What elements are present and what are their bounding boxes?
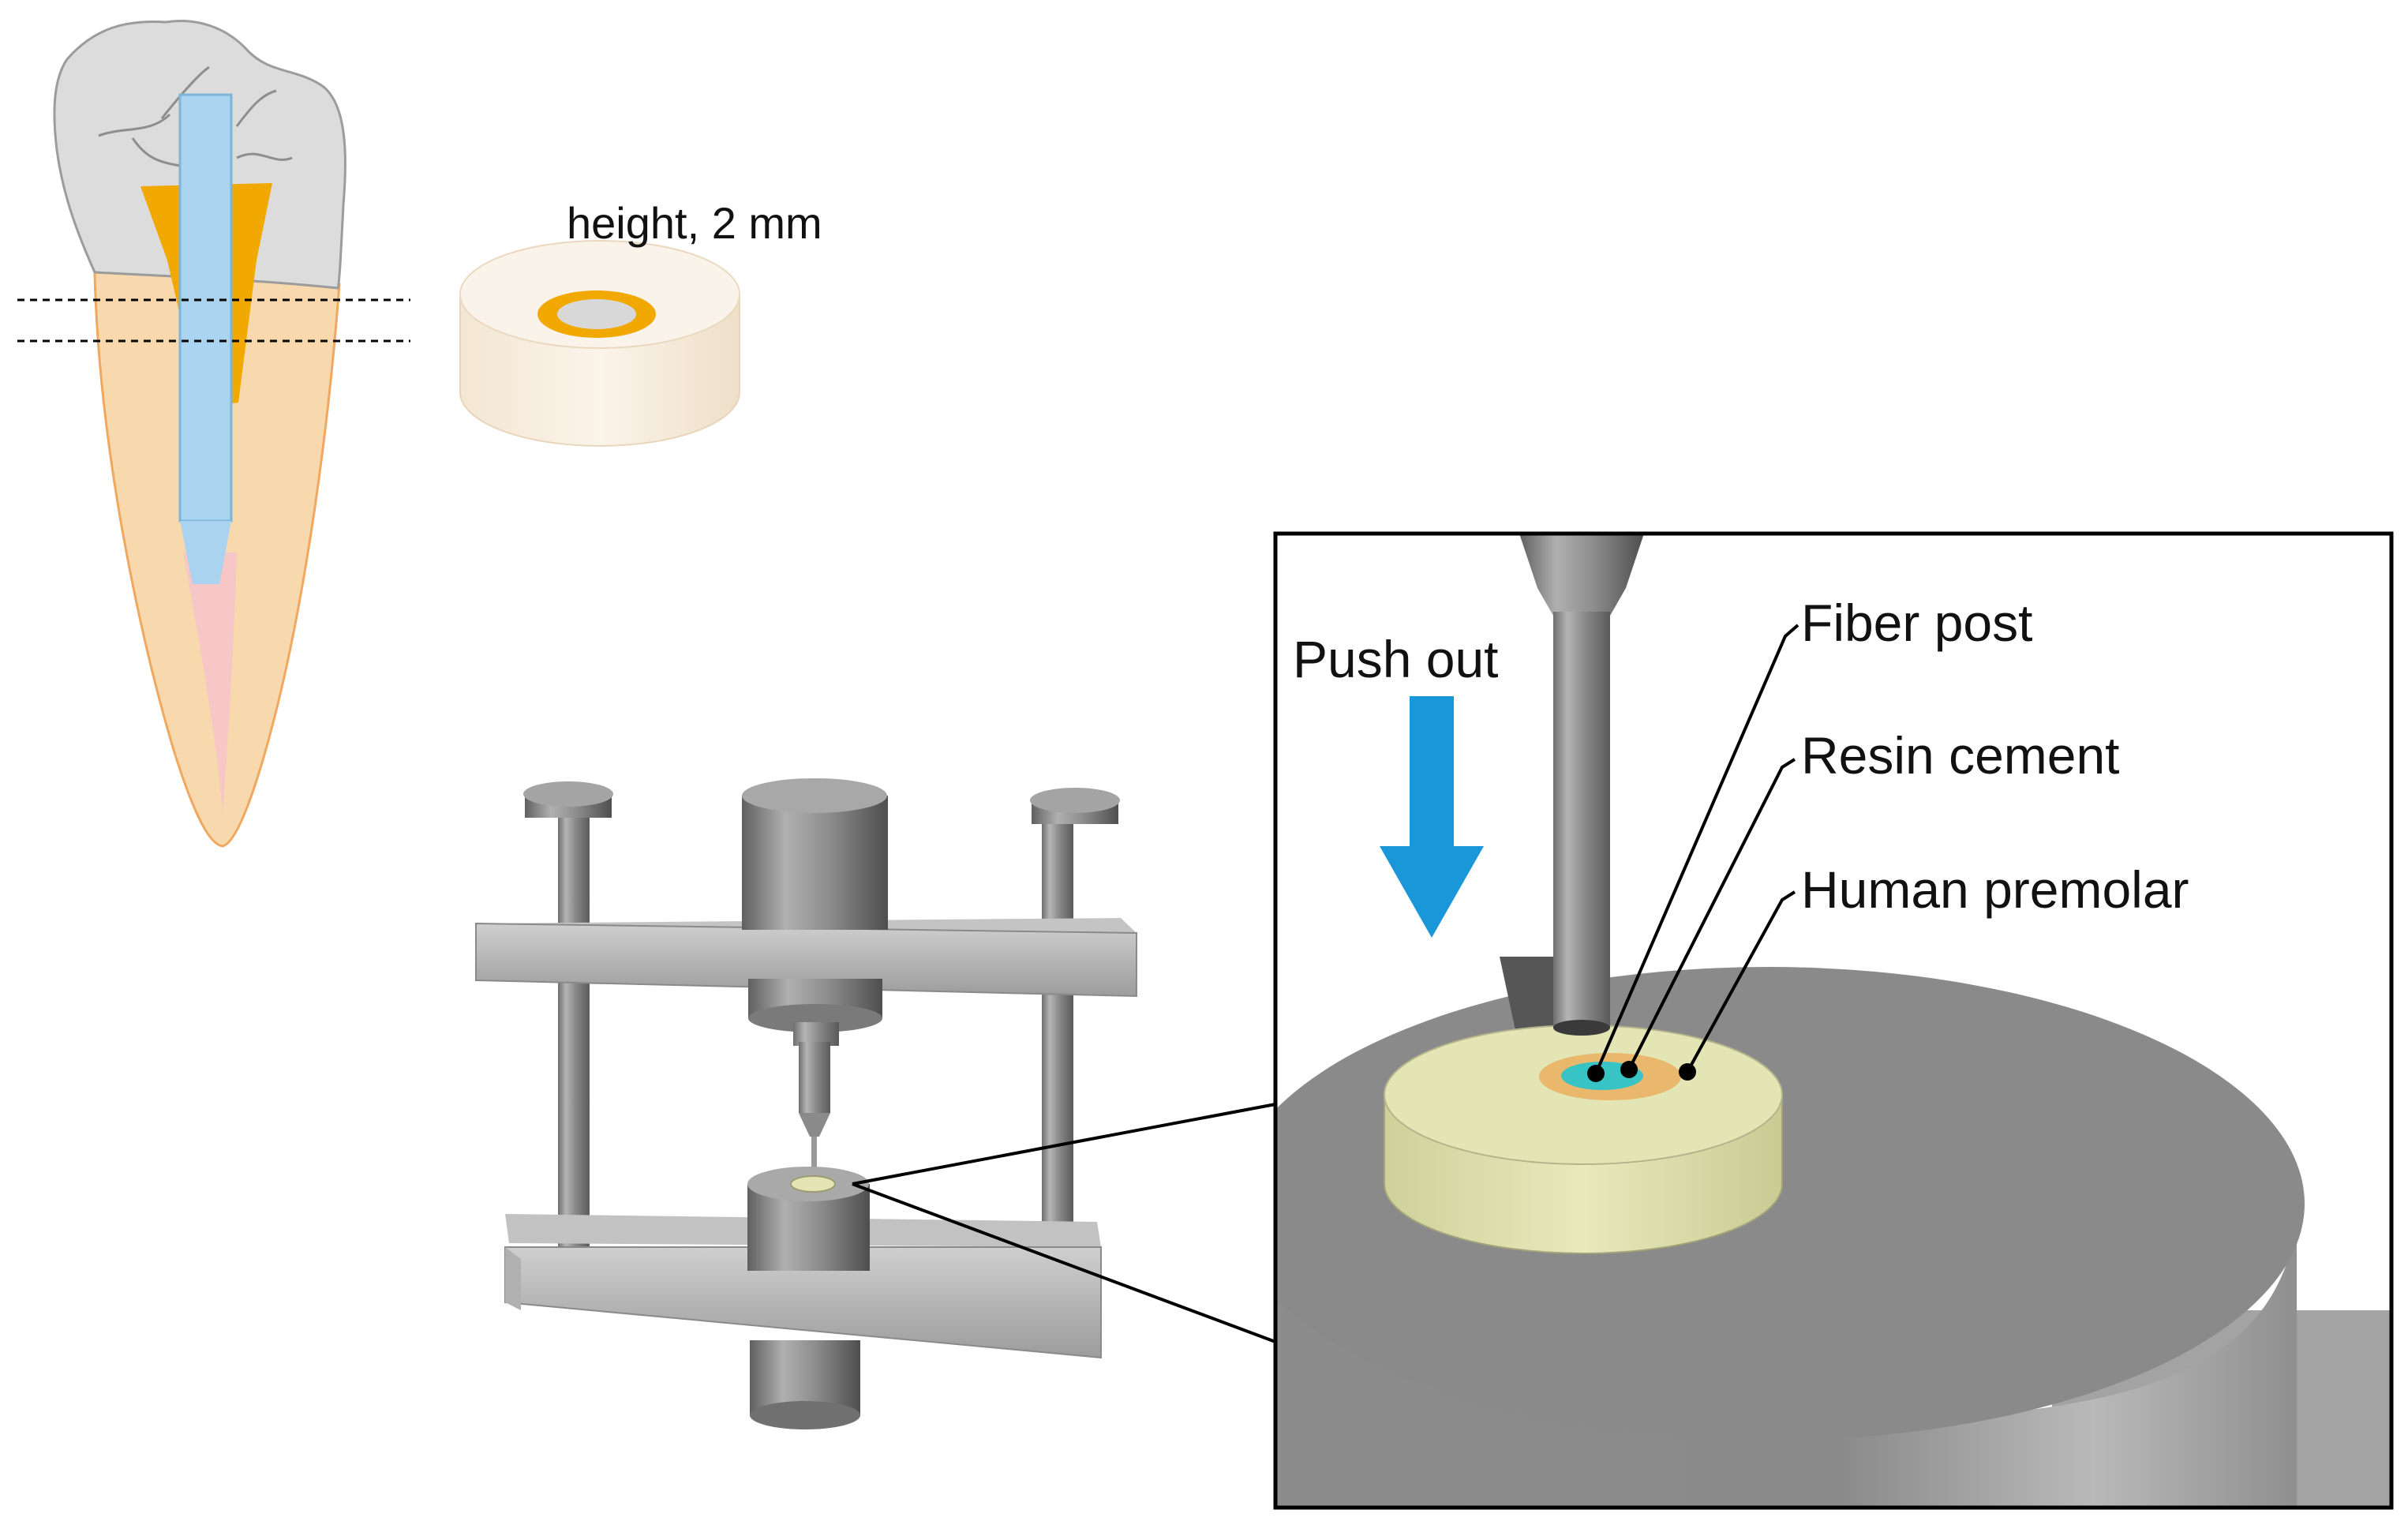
zoom-connector [852,1103,1276,1343]
load-cylinder-top [742,778,887,813]
resin-cement-leader [1627,758,1796,1070]
fiber-post-label: Fiber post [1801,594,2032,652]
resin-cement-label: Resin cement [1801,726,2120,785]
inset-plunger-shaft [1553,612,1610,1028]
section-disk: height, 2 mm [459,198,822,447]
right-guide-rod [1042,804,1073,1257]
section-height-label: height, 2 mm [567,198,822,248]
tooth-pulp-canal [183,553,237,813]
specimen-small [790,1175,836,1193]
inset-plunger-tip [1553,1020,1610,1036]
push-arrow-icon [1380,696,1484,938]
left-guide-rod [558,797,590,1259]
push-out-label: Push out [1293,630,1499,688]
bottom-cylinder-base [750,1401,860,1429]
fiber-post-leader [1594,624,1799,1074]
lower-crossbar-end [505,1247,521,1310]
plunger-needle [811,1137,817,1172]
fiber-post-rod [178,93,233,523]
left-screw-head [523,781,613,807]
upper-crossbar [475,922,1137,998]
inset-plunger-cone [1519,534,1644,616]
tooth-illustration [17,20,410,848]
zoom-line-lower [852,1182,1276,1343]
human-premolar-leader [1686,890,1796,1073]
inset-frame [1273,531,2394,1510]
human-premolar-label: Human premolar [1801,860,2189,919]
right-screw-head [1030,788,1120,813]
load-cylinder-body [742,796,888,930]
crown-fissure-line [98,66,293,167]
load-cylinder-lower-cap [748,1004,882,1032]
zoom-inset: Push out Fiber post Resin cement Human p… [1273,531,2394,1510]
plunger-taper [799,1113,830,1137]
fiber-post-tip [180,521,231,584]
zoom-line-upper [852,1103,1276,1186]
push-out-apparatus [475,778,1137,1429]
plunger-shaft [799,1042,830,1113]
inset-platform-side [1275,1184,2297,1508]
inset-slot [1500,957,1571,1042]
disk-post-section [557,299,636,329]
